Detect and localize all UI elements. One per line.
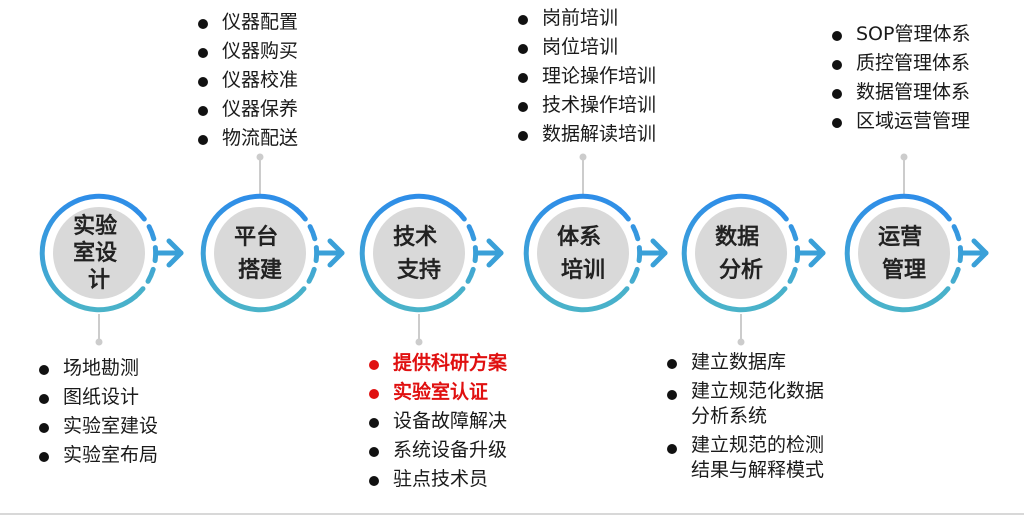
list-item: 系统设备升级	[367, 436, 507, 465]
list-design: 场地勘测 图纸设计 实验室建设 实验室布局	[37, 354, 158, 470]
connector-dot	[900, 153, 908, 161]
list-item: SOP管理体系	[830, 20, 970, 49]
node-circle	[695, 207, 787, 299]
node-label: 实验 室设 计	[73, 213, 125, 293]
node-label: 平台 搭建	[234, 224, 286, 283]
list-item: 仪器保养	[196, 95, 298, 124]
node-ops: 运营 管理	[847, 196, 986, 309]
connector-dot	[737, 338, 745, 346]
list-analysis: 建立数据库 建立规范化数据分析系统 建立规范的检测结果与解释模式	[665, 348, 825, 487]
list-item: 质控管理体系	[830, 49, 970, 78]
list-item: 建立规范的检测结果与解释模式	[665, 433, 825, 483]
list-item-highlight: 提供科研方案	[367, 349, 507, 378]
list-item: 岗前培训	[516, 4, 656, 33]
list-support: 提供科研方案 实验室认证 设备故障解决 系统设备升级 驻点技术员	[367, 349, 507, 494]
list-item: 物流配送	[196, 124, 298, 153]
connector-dot	[415, 338, 423, 346]
node-label: 运营 管理	[878, 225, 930, 283]
list-item: 场地勘测	[37, 354, 158, 383]
node-label: 体系 培训	[557, 225, 609, 283]
list-item: 仪器校准	[196, 66, 298, 95]
list-item: 数据管理体系	[830, 78, 970, 107]
connector-dots	[95, 153, 908, 346]
list-item: 技术操作培训	[516, 91, 656, 120]
node-design: 实验 室设 计	[42, 196, 181, 309]
list-item: 区域运营管理	[830, 107, 970, 136]
list-item: 岗位培训	[516, 33, 656, 62]
node-circle	[537, 207, 629, 299]
list-item: 实验室建设	[37, 412, 158, 441]
list-item: 图纸设计	[37, 383, 158, 412]
list-item: 设备故障解决	[367, 407, 507, 436]
list-item-highlight: 实验室认证	[367, 378, 507, 407]
node-platform: 平台 搭建	[203, 196, 342, 309]
list-item: 建立规范化数据分析系统	[665, 379, 825, 429]
connector-lines	[98, 157, 905, 342]
node-support: 技术 支持	[362, 196, 501, 309]
node-label: 技术 支持	[393, 225, 445, 283]
list-item: 驻点技术员	[367, 465, 507, 494]
list-item: 实验室布局	[37, 441, 158, 470]
list-item: 仪器购买	[196, 37, 298, 66]
list-item: 数据解读培训	[516, 120, 656, 149]
node-circle	[214, 207, 306, 299]
list-item: 理论操作培训	[516, 62, 656, 91]
list-ops: SOP管理体系 质控管理体系 数据管理体系 区域运营管理	[830, 20, 970, 136]
connector-dot	[256, 153, 264, 161]
list-system: 岗前培训 岗位培训 理论操作培训 技术操作培训 数据解读培训	[516, 4, 656, 149]
connector-dot	[579, 153, 587, 161]
node-circle	[53, 207, 145, 299]
bottom-divider	[0, 513, 1024, 515]
list-item: 仪器配置	[196, 8, 298, 37]
node-circle	[858, 207, 950, 299]
list-item: 建立数据库	[665, 348, 825, 377]
node-analysis: 数据 分析	[684, 196, 823, 309]
connector-dot	[95, 338, 103, 346]
node-label: 数据 分析	[715, 224, 767, 283]
list-platform: 仪器配置 仪器购买 仪器校准 仪器保养 物流配送	[196, 8, 298, 153]
node-system: 体系 培训	[526, 196, 665, 309]
node-circle	[373, 207, 465, 299]
